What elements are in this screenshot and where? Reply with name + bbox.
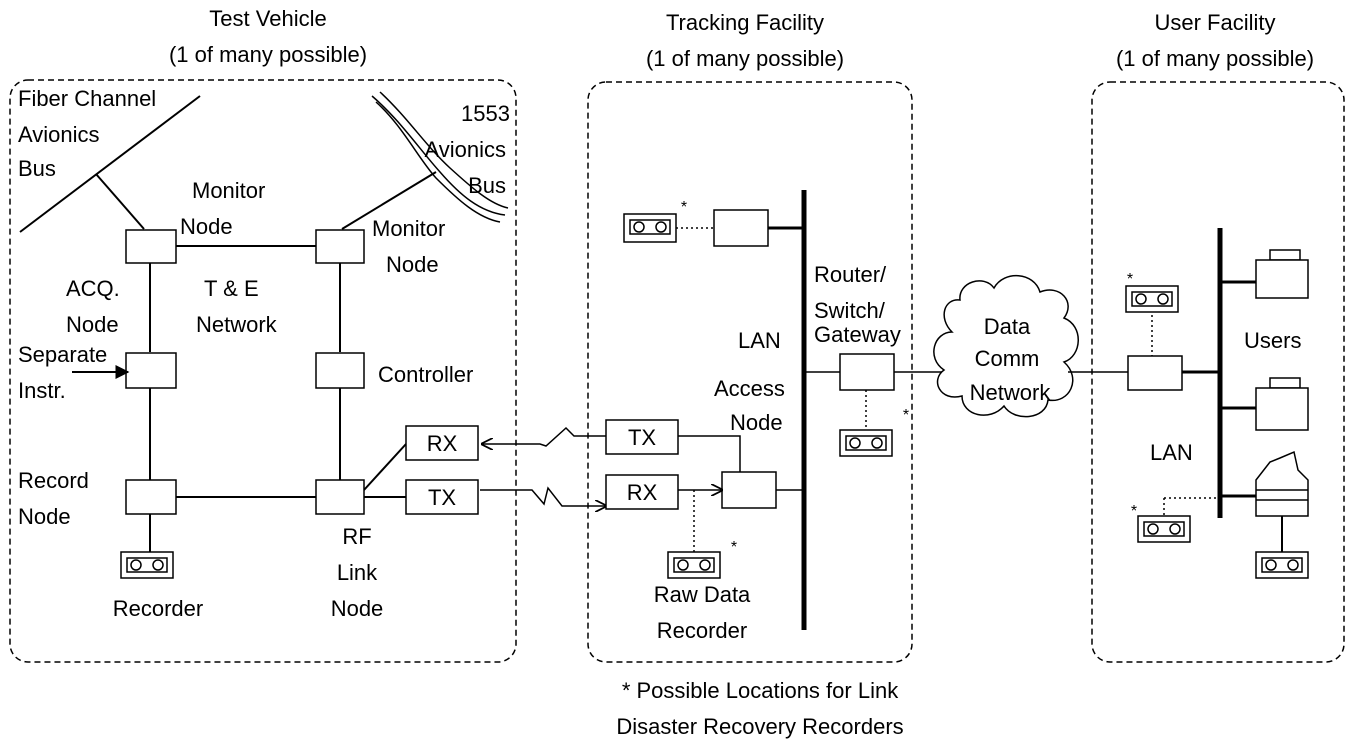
users-label: Users (1244, 328, 1301, 353)
user-facility-title: User Facility (1154, 10, 1275, 35)
user-access-node-box (1127, 355, 1183, 391)
rx-vehicle-label: RX (427, 431, 458, 456)
avionics-1553-bus-line (371, 95, 506, 216)
tx-vehicle-label: TX (428, 485, 456, 510)
separate-instr-label-1: Separate (18, 342, 107, 367)
asterisk-router: * (903, 407, 909, 424)
fiber-bus-tap (95, 173, 145, 230)
monitor-node-left-label-1: Monitor (192, 178, 265, 203)
raw-data-recorder-label-2: Recorder (657, 618, 747, 643)
fiber-bus-label-1: Fiber Channel (18, 86, 156, 111)
monitor-node-left-label-2: Node (180, 214, 233, 239)
user-facility-subtitle: (1 of many possible) (1116, 46, 1314, 71)
tape-recorder-icon (1137, 515, 1191, 543)
separate-instr-label-2: Instr. (18, 378, 66, 403)
test-vehicle-title: Test Vehicle (209, 6, 326, 31)
controller-label: Controller (378, 362, 473, 387)
footnote-line-2: Disaster Recovery Recorders (616, 714, 903, 739)
tracking-facility-subtitle: (1 of many possible) (646, 46, 844, 71)
rf-link-node-label-3: Node (331, 596, 384, 621)
tape-recorder-icon (667, 551, 721, 579)
acq-node-label-2: Node (66, 312, 119, 337)
avionics-1553-label-2: Avionics (424, 137, 506, 162)
raw-data-recorder-label-1: Raw Data (654, 582, 751, 607)
rf-link-node-label-1: RF (342, 524, 371, 549)
acq-node-box (125, 352, 177, 389)
avionics-1553-label-1: 1553 (461, 101, 510, 126)
fiber-bus-label-2: Avionics (18, 122, 100, 147)
avionics-1553-label-3: Bus (468, 173, 506, 198)
access-node-label-2: Node (730, 410, 783, 435)
tape-recorder-icon (1125, 285, 1179, 313)
footnote-line-1: * Possible Locations for Link (622, 678, 899, 703)
tracking-facility-boundary (587, 81, 913, 663)
rf-uplink-signal (480, 486, 606, 506)
data-comm-label-3: Network (970, 380, 1052, 405)
recorder-label: Recorder (113, 596, 203, 621)
monitor-node-right-label-1: Monitor (372, 216, 445, 241)
rf-link-node-box (315, 479, 365, 515)
tracking-facility-title: Tracking Facility (666, 10, 824, 35)
router-label-1: Router/ (814, 262, 887, 287)
data-comm-label-1: Data (984, 314, 1031, 339)
data-comm-label-2: Comm (975, 346, 1040, 371)
monitor-node-left-box (125, 229, 177, 264)
workstation-icon (1255, 249, 1309, 299)
router-label-2: Switch/ (814, 298, 886, 323)
tape-recorder-icon (120, 551, 174, 579)
avionics-1553-bus-line-3 (375, 101, 501, 223)
router-label-3: Gateway (814, 322, 901, 347)
te-network-label-2: Network (196, 312, 278, 337)
access-node-label-1: Access (714, 376, 785, 401)
rx-box-vehicle (405, 425, 479, 461)
tx-box-tracking (605, 419, 679, 455)
data-comm-cloud (933, 274, 1079, 418)
tx-to-access (678, 435, 741, 472)
test-vehicle-subtitle: (1 of many possible) (169, 42, 367, 67)
workstation-icon (1255, 377, 1309, 431)
asterisk-user-lan: * (1131, 503, 1137, 520)
printer-icon (1255, 450, 1309, 517)
controller-box (315, 352, 365, 389)
asterisk-user-node: * (1127, 271, 1133, 288)
monitor-node-right-label-2: Node (386, 252, 439, 277)
test-vehicle-boundary (9, 79, 517, 663)
tape-recorder-icon (623, 213, 677, 243)
router-box (839, 353, 895, 391)
access-node-box (721, 471, 777, 509)
fiber-bus-label-3: Bus (18, 156, 56, 181)
record-node-label-1: Record (18, 468, 89, 493)
tx-box-vehicle (405, 479, 479, 515)
te-network-label-1: T & E (204, 276, 259, 301)
fiber-channel-bus-line (19, 95, 201, 233)
acq-node-label-1: ACQ. (66, 276, 120, 301)
avionics-1553-bus-line-2 (379, 91, 509, 209)
tx-tracking-label: TX (628, 425, 656, 450)
rf-link-node-label-2: Link (337, 560, 378, 585)
tape-recorder-icon (1255, 551, 1309, 579)
record-node-label-2: Node (18, 504, 71, 529)
rx-tracking-label: RX (627, 480, 658, 505)
tracking-lan-label: LAN (738, 328, 781, 353)
record-node-box (125, 479, 177, 515)
user-lan-label: LAN (1150, 440, 1193, 465)
rx-box-tracking (605, 474, 679, 510)
asterisk-raw-recorder: * (731, 539, 737, 556)
tracking-top-node-box (713, 209, 769, 247)
asterisk-tracking-top: * (681, 199, 687, 216)
avionics-1553-tap (341, 171, 437, 230)
monitor-node-right-box (315, 229, 365, 264)
tape-recorder-icon (839, 429, 893, 457)
rf-to-rx (363, 443, 407, 491)
rf-downlink-signal (482, 426, 606, 446)
